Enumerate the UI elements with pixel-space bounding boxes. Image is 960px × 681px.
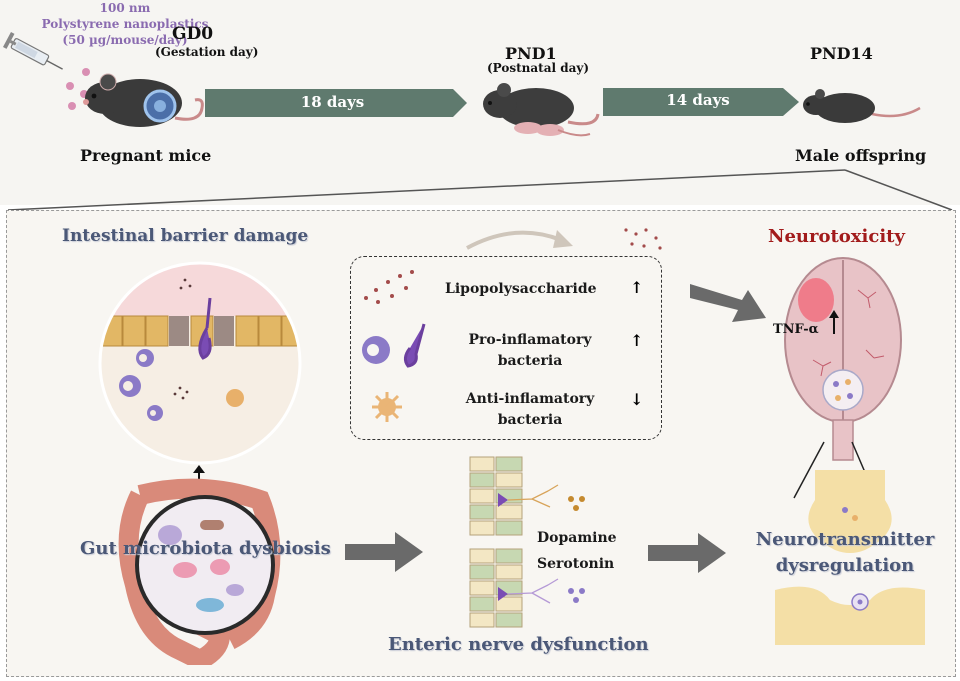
pro-direction: ↑ [630, 331, 644, 350]
enteric-nerve-title: Enteric nerve dysfunction [388, 634, 649, 655]
dose-amount: (50 µg/mouse/day) [62, 33, 188, 47]
pnd14-label: PND14 [810, 44, 873, 63]
gut-dysbiosis-title: Gut microbiota dysbiosis [80, 538, 331, 559]
lps-label: Lipopolysaccharide [445, 281, 597, 297]
lipopolysaccharide-icon [364, 270, 414, 304]
mother-with-pups-icon [483, 83, 600, 137]
pro-inflammatory-label-line2: bacteria [497, 353, 563, 369]
lps-direction: ↑ [630, 278, 644, 297]
pregnant-mouse-icon [83, 73, 204, 127]
pnd1-label: PND1 [505, 44, 557, 63]
arrow-gut-to-enteric [345, 532, 423, 572]
timeline-arrow-18-days [205, 89, 467, 117]
intestinal-barrier-icon [98, 261, 302, 465]
markers-box [350, 256, 662, 440]
serotonin-label: Serotonin [537, 556, 615, 572]
serotonin-dots-icon [568, 588, 585, 603]
anti-inflammatory-cell-icon [372, 392, 402, 422]
curved-arrow-icon [466, 230, 573, 250]
arrow-box-to-brain [690, 284, 766, 322]
enteric-neuron-icon [469, 456, 559, 628]
dopamine-dots-icon [568, 496, 585, 511]
male-offspring-label: Male offspring [795, 146, 927, 165]
syringe-icon [2, 32, 63, 70]
neurotoxicity-title: Neurotoxicity [768, 226, 905, 247]
macrophage-icon [362, 323, 426, 368]
intestine-icon [118, 478, 281, 665]
gd0-label: GD0 [172, 24, 214, 44]
neurotransmitter-title-line1: Neurotransmitter [755, 529, 935, 550]
anti-direction: ↓ [630, 390, 644, 409]
arrow-enteric-to-neurotransmitter [648, 533, 726, 573]
pro-inflammatory-label-line1: Pro-inflamatory [468, 332, 592, 348]
intestinal-barrier-title: Intestinal barrier damage [62, 226, 309, 246]
neurotransmitter-title-line2: dysregulation [775, 555, 915, 576]
dose-material: Polystyrene nanoplastics [41, 17, 209, 31]
timeline-arrow-14-days [603, 88, 799, 116]
anti-inflammatory-label-line2: bacteria [497, 412, 563, 428]
tnf-alpha-label: TNF-α [773, 322, 819, 337]
tnf-up-arrow-icon [829, 310, 839, 334]
dopamine-label: Dopamine [537, 530, 617, 546]
offspring-mouse-icon [803, 89, 921, 123]
gd0-sublabel: (Gestation day) [155, 45, 259, 59]
pregnant-mice-label: Pregnant mice [80, 146, 212, 165]
lps-dots-icon [624, 228, 662, 250]
timeline-arrow-14-days-label: 14 days [666, 91, 730, 109]
timeline-arrow-18-days-label: 18 days [300, 93, 365, 111]
brain-icon [784, 257, 902, 461]
dose-size: 100 nm [99, 1, 151, 15]
pnd1-sublabel: (Postnatal day) [487, 61, 590, 75]
zoom-lines [7, 169, 953, 211]
anti-inflammatory-label-line1: Anti-inflamatory [465, 391, 595, 407]
synapse-icon [775, 470, 925, 645]
